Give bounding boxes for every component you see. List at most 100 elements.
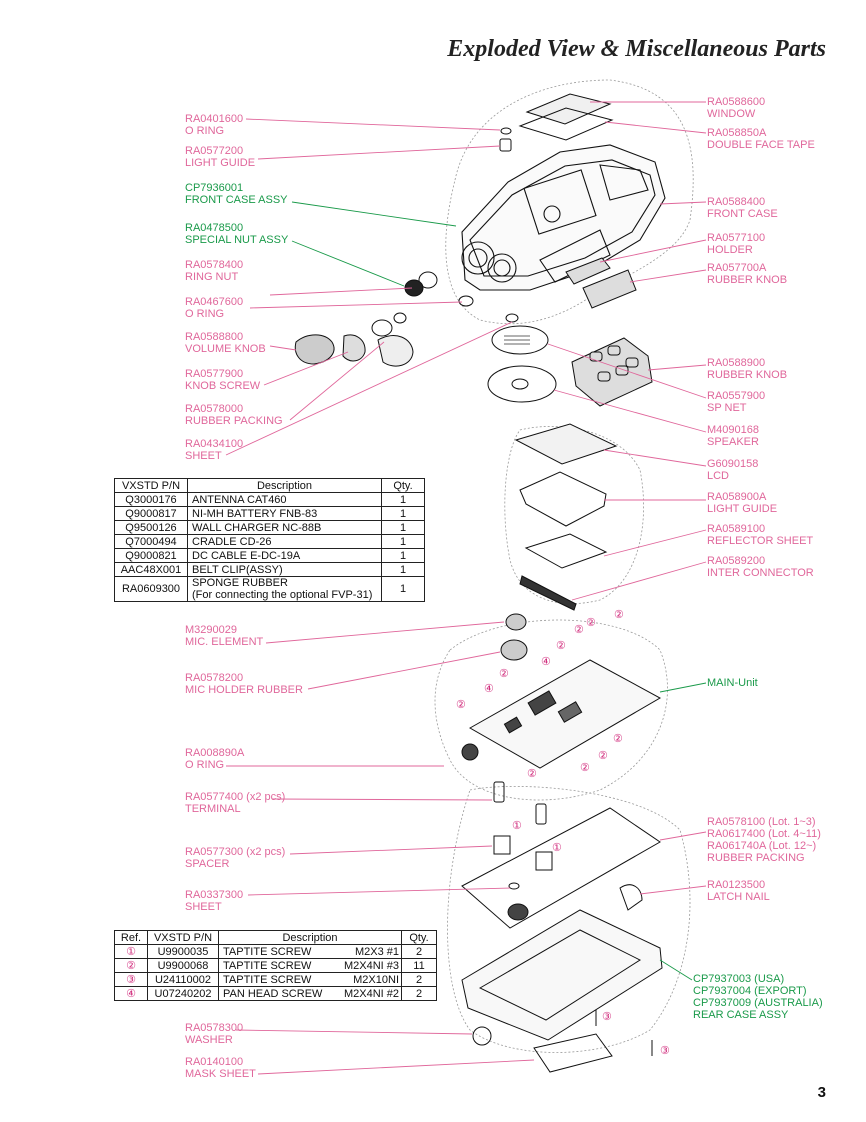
front-case-drawing [461, 144, 666, 291]
description: WALL CHARGER NC-88B [187, 520, 382, 535]
lcd-drawing [514, 423, 618, 611]
speaker-drawing [487, 313, 557, 403]
column-header: Description [218, 930, 402, 945]
column-header: Qty. [401, 930, 437, 945]
description: ANTENNA CAT460 [187, 492, 382, 507]
table-header-row: Ref. VXSTD P/N Description Qty. [114, 930, 437, 945]
screws-table: Ref. VXSTD P/N Description Qty. ① U99000… [114, 930, 437, 1001]
left-parts-drawing [294, 127, 512, 367]
ref-marker: ① [114, 944, 148, 959]
part-number: Q9000821 [114, 548, 188, 563]
screw-marker-2e: ② [499, 668, 509, 680]
screw-marker-2h: ② [598, 750, 608, 762]
description: NI-MH BATTERY FNB-83 [187, 506, 382, 521]
screw-type: TAPTITE SCREW [223, 973, 312, 986]
ref-marker: ③ [114, 972, 148, 987]
accessories-table: VXSTD P/N Description Qty. Q3000176 ANTE… [114, 478, 425, 602]
part-number: Q7000494 [114, 534, 188, 549]
ref-marker: ② [114, 958, 148, 973]
column-header: VXSTD P/N [114, 478, 188, 493]
screw-marker-2g: ② [613, 733, 623, 745]
main-board-drawing [461, 659, 662, 769]
screw-marker-4b: ④ [484, 683, 494, 695]
screw-marker-2d: ② [556, 640, 566, 652]
screw-marker-1a: ① [512, 820, 522, 832]
screw-type: TAPTITE SCREW [223, 959, 312, 972]
quantity: 1 [381, 520, 425, 535]
description: SPONGE RUBBER (For connecting the option… [187, 576, 382, 602]
leader-lines-right-green [659, 682, 707, 981]
leader-lines-right [547, 101, 707, 895]
table-row: ② U9900068 TAPTITE SCREW M2X4NI #3 11 [114, 958, 437, 973]
screw-marker-2i: ② [580, 762, 590, 774]
part-number: AAC48X001 [114, 562, 188, 577]
table-row: RA0609300 SPONGE RUBBER (For connecting … [114, 576, 425, 602]
table-row: Q3000176 ANTENNA CAT460 1 [114, 492, 425, 507]
callout-rear-case-assy: CP7937003 (USA)CP7937004 (EXPORT)CP79370… [693, 973, 823, 1021]
leader-lines-left-green [291, 201, 457, 287]
callout-main-unit: MAIN-Unit [707, 677, 758, 689]
mic-drawing [500, 613, 528, 661]
page-number: 3 [817, 1084, 826, 1101]
description: BELT CLIP(ASSY) [187, 562, 382, 577]
screw-marker-2c: ② [574, 624, 584, 636]
rear-case-drawing [461, 781, 663, 1073]
ref-marker: ④ [114, 986, 148, 1001]
part-number: Q3000176 [114, 492, 188, 507]
screw-marker-3b: ③ [660, 1045, 670, 1057]
screw-marker-2b: ② [586, 617, 596, 629]
quantity: 1 [381, 548, 425, 563]
quantity: 2 [401, 944, 437, 959]
screw-size: M2X4NI #3 [343, 959, 399, 972]
page-title: Exploded View & Miscellaneous Parts [447, 36, 826, 62]
table-row: AAC48X001 BELT CLIP(ASSY) 1 [114, 562, 425, 577]
table-row: Q9000817 NI-MH BATTERY FNB-83 1 [114, 506, 425, 521]
table-row: Q9000821 DC CABLE E-DC-19A 1 [114, 548, 425, 563]
column-header: VXSTD P/N [147, 930, 219, 945]
quantity: 11 [401, 958, 437, 973]
table-row: Q7000494 CRADLE CD-26 1 [114, 534, 425, 549]
quantity: 2 [401, 986, 437, 1001]
screw-marker-2a: ② [614, 609, 624, 621]
screw-marker-2f: ② [456, 699, 466, 711]
table-header-row: VXSTD P/N Description Qty. [114, 478, 425, 493]
assembly-outline-dotted [434, 79, 694, 1053]
callout-spacer: RA0577300 (x2 pcs)SPACER [185, 846, 286, 870]
quantity: 1 [381, 492, 425, 507]
description-note: (For connecting the optional FVP-31) [192, 589, 373, 601]
callout-terminal: RA0577400 (x2 pcs)TERMINAL [185, 791, 286, 815]
quantity: 1 [381, 534, 425, 549]
part-number: RA0609300 [114, 576, 188, 602]
column-header: Description [187, 478, 382, 493]
quantity: 1 [381, 576, 425, 602]
screw-type: TAPTITE SCREW [223, 945, 312, 958]
part-number: U9900068 [147, 958, 219, 973]
